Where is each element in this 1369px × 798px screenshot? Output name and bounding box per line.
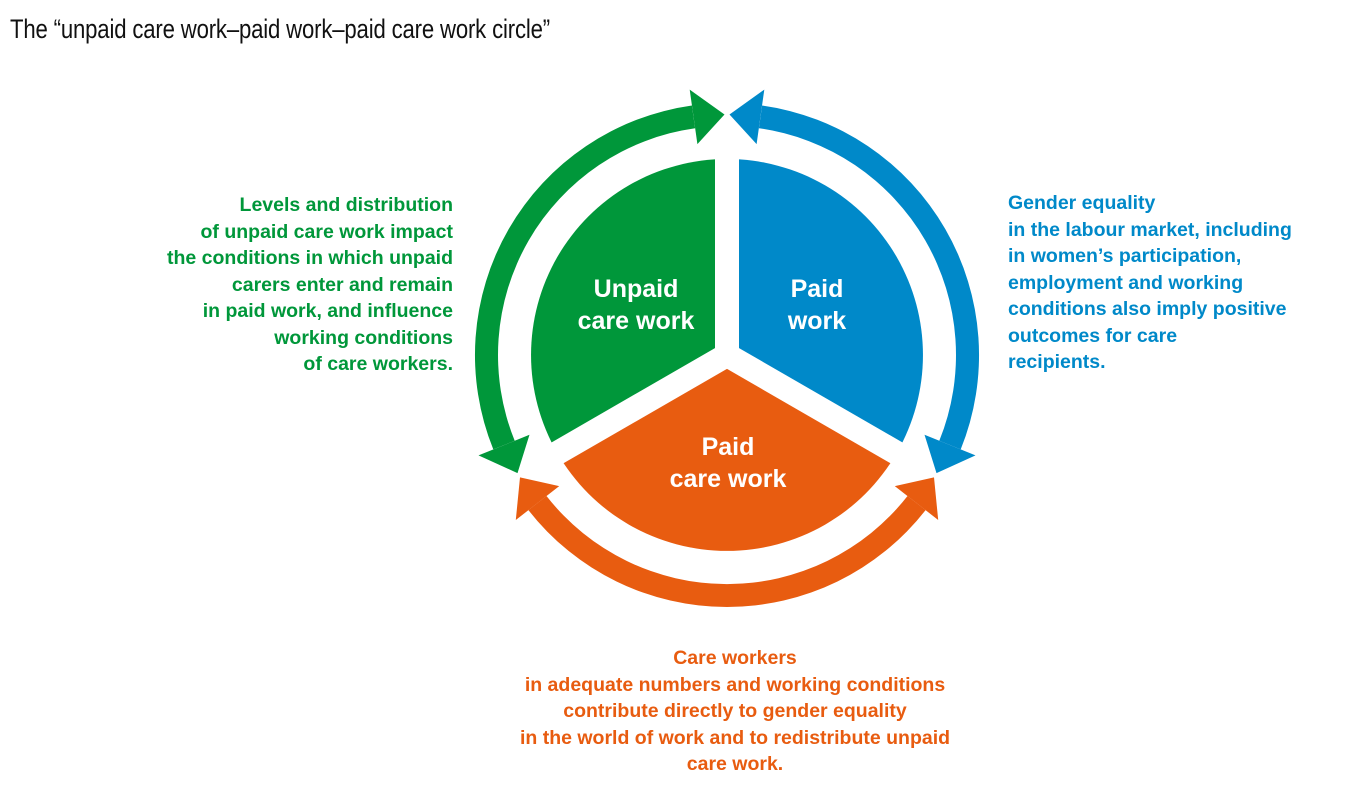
description-line: contribute directly to gender equality	[563, 700, 907, 722]
sector-divider	[721, 344, 912, 469]
description-line: of unpaid care work impact	[200, 220, 453, 243]
arrowhead-icon	[729, 89, 765, 145]
arrowhead-icon	[478, 434, 530, 474]
arrow-paid-to-care-band	[758, 105, 980, 450]
sector-paid-care-work	[557, 355, 897, 551]
arrow-care-to-unpaid-band	[528, 496, 926, 607]
description-line: of care workers.	[303, 353, 453, 375]
description-line: Care workers	[673, 647, 797, 669]
segment-label-paid-work: Paid work	[788, 273, 846, 337]
arrowhead-icon	[924, 434, 976, 474]
segment-label-line: Paid	[701, 433, 755, 461]
segment-label-line: care work	[669, 465, 787, 493]
description-line: care work.	[686, 753, 784, 775]
description-paid-care-work: Care workers in adequate numbers and wor…	[435, 645, 1035, 778]
description-line: conditions also imply positive	[1008, 298, 1287, 320]
arrowhead-icon	[515, 477, 560, 520]
arrow-unpaid-to-paid-band	[474, 105, 696, 450]
description-line: the conditions in which unpaid	[167, 247, 453, 269]
description-line: recipients.	[1008, 351, 1106, 373]
arrowhead-icon	[689, 89, 725, 145]
description-line: Gender equality	[1008, 192, 1156, 214]
description-line: in paid work, and influence	[202, 300, 453, 322]
arrowhead-icon	[894, 477, 939, 520]
description-line: in the world of work and to redistribute…	[519, 726, 951, 749]
description-line: outcomes for care	[1008, 324, 1178, 347]
diagram-title: The “unpaid care work–paid work–paid car…	[10, 14, 550, 44]
segment-label-paid-care-work: Paid care work	[670, 431, 787, 495]
sector-divider	[542, 344, 733, 469]
description-line: working conditions	[274, 326, 453, 349]
segment-label-line: care work	[577, 307, 695, 335]
description-line: carers enter and remain	[231, 273, 453, 296]
description-unpaid-care-work: Levels and distribution of unpaid care w…	[167, 192, 453, 378]
description-line: in women’s participation,	[1008, 245, 1242, 267]
description-line: employment and working	[1008, 271, 1244, 294]
description-line: in adequate numbers and working conditio…	[524, 673, 946, 696]
description-line: in the labour market, including	[1008, 218, 1292, 241]
segment-label-line: work	[787, 307, 847, 335]
description-line: Levels and distribution	[239, 194, 453, 216]
description-paid-work: Gender equality in the labour market, in…	[1008, 190, 1292, 376]
segment-label-unpaid-care-work: Unpaid care work	[578, 273, 695, 337]
segment-label-line: Paid	[790, 275, 844, 303]
segment-label-line: Unpaid	[593, 275, 679, 303]
